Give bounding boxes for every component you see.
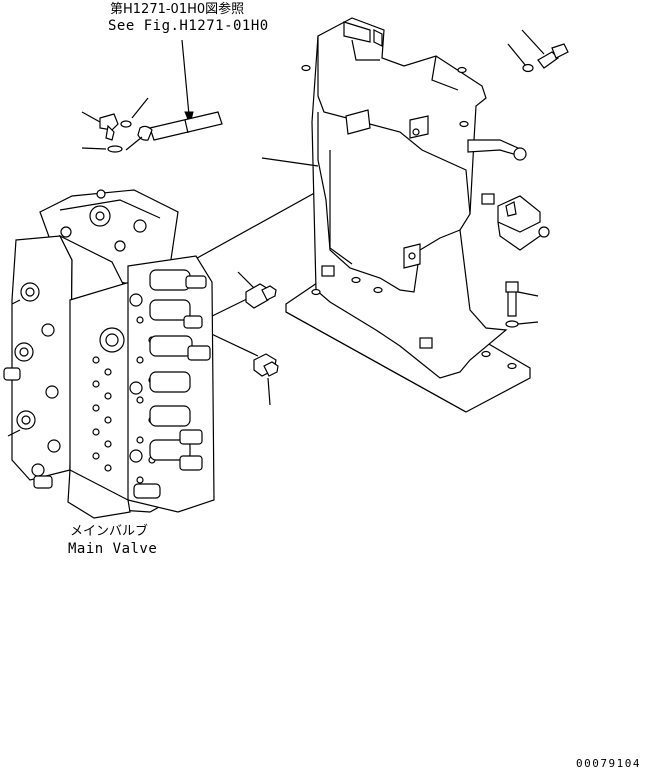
- main-valve-label-japanese: メインバルブ: [70, 524, 149, 539]
- main-valve-label-english: Main Valve: [68, 541, 158, 557]
- top-bolt-and-washer: [507, 29, 569, 73]
- reference-label-english: See Fig.H1271-01H0: [108, 18, 269, 34]
- main-valve-body: [3, 189, 215, 519]
- bracket-leader: [261, 157, 319, 167]
- pressure-sensor-lower: [253, 353, 279, 406]
- right-bolt-and-washer: [505, 281, 539, 328]
- mounting-bracket: [285, 17, 550, 413]
- drawing-number: 00079104: [576, 757, 641, 770]
- reference-leader: [181, 39, 194, 126]
- elbow-fitting: [81, 97, 149, 153]
- pressure-sensor-upper: [237, 271, 277, 309]
- reference-label-japanese: 第H1271-01H0図参照: [110, 2, 245, 17]
- hose-assembly: [125, 111, 223, 151]
